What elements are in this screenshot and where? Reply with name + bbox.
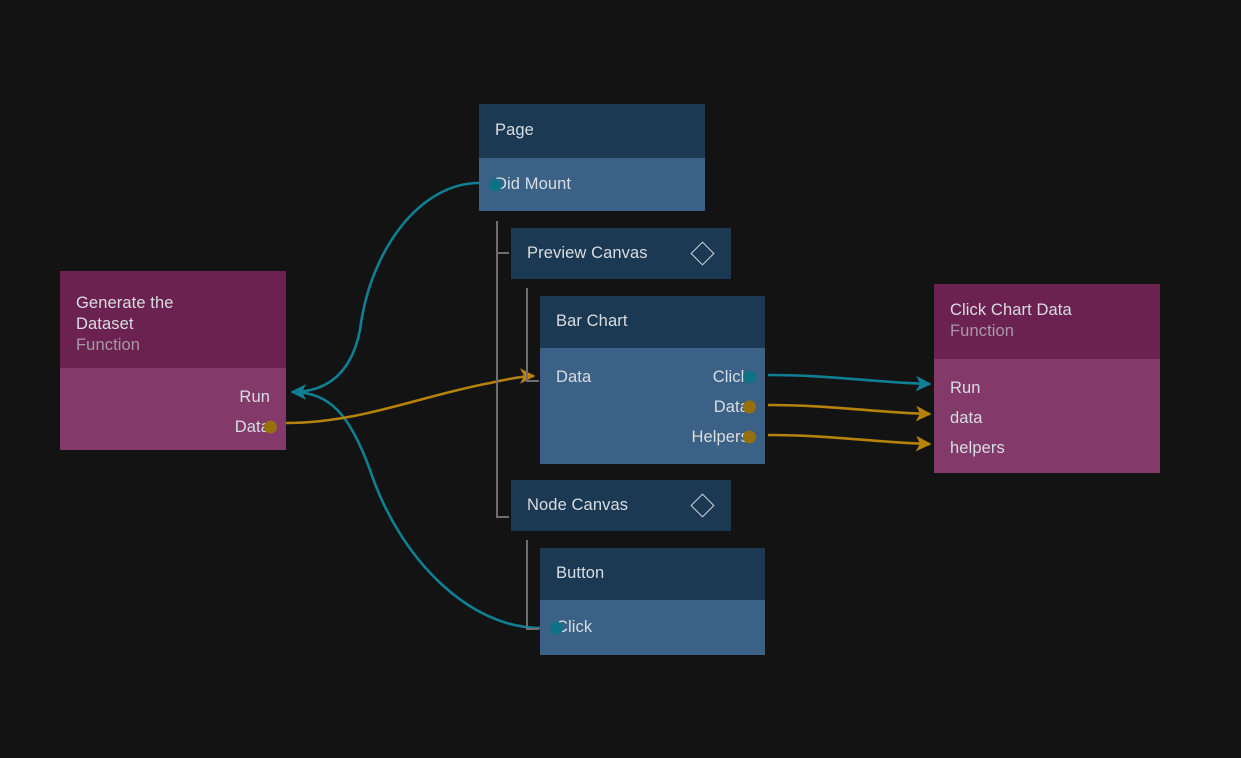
port-label-button-click: Click bbox=[556, 618, 593, 636]
node-preview-canvas[interactable]: Preview Canvas bbox=[511, 228, 731, 279]
edge-barchart-click-to-run bbox=[767, 373, 932, 392]
port-row-did-mount[interactable]: Did Mount bbox=[488, 158, 689, 211]
port-label-input-data: Data bbox=[556, 367, 592, 386]
node-title: Click Chart Data bbox=[950, 301, 1072, 319]
node-click-chart-data[interactable]: Click Chart Data Function Run data helpe… bbox=[934, 284, 1160, 473]
node-header[interactable]: Generate the Dataset Function bbox=[60, 271, 286, 368]
node-header[interactable]: Click Chart Data Function bbox=[934, 284, 1160, 359]
node-body: Data Click Data Helpers bbox=[540, 348, 765, 464]
edge-barchart-helpers-to-helpers bbox=[767, 433, 932, 452]
port-row-helpers[interactable]: Helpers bbox=[556, 422, 756, 452]
port-row-output-data[interactable]: Data bbox=[556, 392, 756, 422]
port-label-output-data: Data bbox=[713, 397, 749, 416]
edge-buttonclick-to-run bbox=[290, 384, 541, 630]
port-label-input-helpers-lc: helpers bbox=[950, 438, 1005, 457]
port-row-input-data[interactable]: Data bbox=[556, 362, 749, 392]
port-row-click[interactable]: Click bbox=[556, 362, 756, 392]
port-row-data[interactable]: Data bbox=[76, 412, 277, 442]
port-label-click: Click bbox=[712, 367, 749, 386]
node-body: Click bbox=[540, 600, 765, 655]
port-row-input-data-lc[interactable]: data bbox=[950, 403, 1144, 433]
port-label-input-data-lc: data bbox=[950, 408, 983, 427]
node-button[interactable]: Button Click bbox=[540, 548, 765, 655]
node-title: Bar Chart bbox=[556, 312, 628, 331]
port-dot-data-output[interactable] bbox=[263, 420, 277, 434]
port-dot-click-event[interactable] bbox=[742, 370, 756, 384]
node-bar-chart[interactable]: Bar Chart Data Click Data Helpers bbox=[540, 296, 765, 464]
tree-line-stub-preview bbox=[496, 252, 509, 254]
port-dot-helpers[interactable] bbox=[742, 430, 756, 444]
node-title: Node Canvas bbox=[527, 495, 629, 514]
tree-line-stub-nodecanvas bbox=[496, 516, 509, 518]
port-label-input-run: Run bbox=[950, 378, 981, 397]
tree-line-stub-button bbox=[526, 628, 539, 630]
tree-line-preview-vertical bbox=[526, 288, 528, 381]
port-label-did-mount: Did Mount bbox=[495, 175, 572, 193]
port-dot-did-mount-event[interactable] bbox=[488, 178, 502, 191]
node-title: Button bbox=[556, 564, 605, 583]
node-node-canvas[interactable]: Node Canvas bbox=[511, 480, 731, 531]
port-dot-output-data[interactable] bbox=[742, 400, 756, 414]
tree-line-stub-barchart bbox=[526, 380, 539, 382]
node-title: Preview Canvas bbox=[527, 243, 648, 262]
node-title: Page bbox=[495, 121, 534, 140]
port-dot-button-click-event[interactable] bbox=[549, 621, 563, 634]
node-generate-the-dataset[interactable]: Generate the Dataset Function Run Data bbox=[60, 271, 286, 450]
node-subtitle: Function bbox=[950, 322, 1015, 341]
node-header[interactable]: Page bbox=[479, 104, 705, 158]
node-header[interactable]: Node Canvas bbox=[511, 480, 731, 531]
node-body: Run data helpers bbox=[934, 359, 1160, 473]
port-label-helpers: Helpers bbox=[691, 427, 749, 446]
node-body: Run Data bbox=[60, 368, 286, 450]
node-page[interactable]: Page Did Mount bbox=[479, 104, 705, 211]
node-subtitle: Function bbox=[76, 336, 141, 355]
node-header[interactable]: Preview Canvas bbox=[511, 228, 731, 279]
node-body: Did Mount bbox=[479, 158, 705, 211]
port-row-run[interactable]: Run bbox=[76, 382, 270, 412]
port-row-input-helpers-lc[interactable]: helpers bbox=[950, 433, 1144, 463]
node-header[interactable]: Button bbox=[540, 548, 765, 600]
edge-didmount-to-run bbox=[290, 181, 480, 400]
node-title: Generate the Dataset bbox=[76, 294, 174, 334]
port-row-input-run[interactable]: Run bbox=[950, 373, 1144, 403]
port-label-data: Data bbox=[234, 417, 270, 436]
port-row-button-click[interactable]: Click bbox=[549, 600, 749, 655]
tree-line-nodecanvas-vertical bbox=[526, 540, 528, 629]
node-header[interactable]: Bar Chart bbox=[540, 296, 765, 348]
port-label-run: Run bbox=[239, 387, 270, 406]
diamond-icon[interactable] bbox=[690, 241, 715, 266]
tree-line-page-vertical bbox=[496, 221, 498, 517]
edge-barchart-data-to-data bbox=[767, 403, 932, 422]
diamond-icon[interactable] bbox=[690, 493, 715, 518]
